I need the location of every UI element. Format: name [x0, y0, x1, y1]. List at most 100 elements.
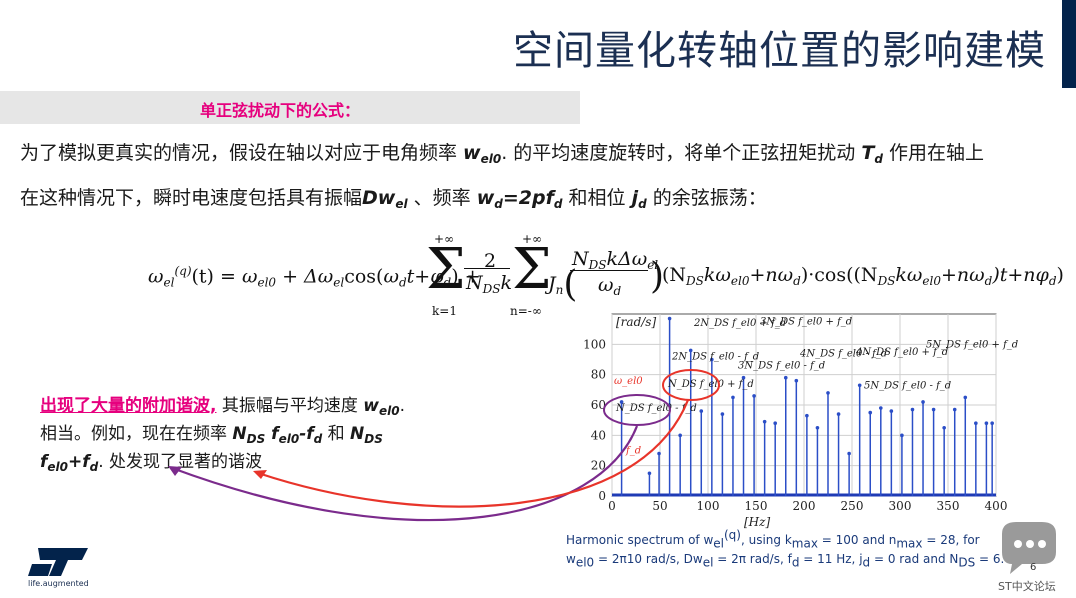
intro-line-2: 在这种情况下，瞬时电速度包括具有振幅Dwel 、频率 wd=2pfd 和相位 j… — [20, 183, 767, 211]
annotation-label: 3N_DS f_el0 - f_d — [738, 361, 825, 372]
bar-tip — [794, 378, 799, 383]
fraction-num: 2 — [484, 250, 497, 272]
text-segment: 在这种情况下，瞬时电速度包括具有振幅 — [20, 187, 363, 209]
x-tick-label: 200 — [793, 499, 816, 513]
bar-tip — [678, 433, 682, 438]
sum2-sigma: Σ — [512, 237, 552, 302]
bar-tip — [910, 407, 915, 412]
x-tick-label: 150 — [745, 499, 768, 513]
bar-tip — [984, 421, 989, 425]
annotation-label: 4N_DS f_el0 - f_d — [799, 348, 887, 359]
var-wd: w — [476, 187, 495, 209]
bar-tip — [942, 425, 946, 430]
bar-tip — [868, 410, 873, 415]
bar-tip — [710, 357, 714, 362]
x-tick-label: 300 — [889, 499, 912, 513]
var-sub: el0 — [480, 152, 502, 166]
st-logo-icon — [28, 548, 88, 576]
text-segment: 为了模拟更真实的情况，假设在轴以对应于电角频率 — [20, 142, 464, 164]
sum1-top: +∞ — [434, 232, 455, 246]
annotation-label: ω_el0 — [614, 376, 643, 387]
var-sub: d — [494, 197, 503, 211]
text-segment: 的余弦振荡： — [646, 187, 767, 209]
highlight-text: 出现了大量的附加谐波, — [40, 396, 217, 416]
var-eq: =2pf — [502, 187, 554, 209]
annotation-label: N_DS f_el0 - f_d — [615, 403, 697, 414]
harmonic-spectrum-chart: 0 50 100 150 200 250 300 350 400 0 20 40 60 80 100 [rad… — [583, 313, 1018, 529]
title-accent-bar — [1062, 0, 1076, 88]
bar-tip — [752, 394, 756, 398]
bessel-bar — [570, 270, 648, 271]
annotation-label: 5N_DS f_el0 - f_d — [864, 380, 951, 391]
x-tick-label: 400 — [985, 499, 1008, 513]
bar-tip — [900, 433, 904, 438]
x-tick-label: 50 — [652, 499, 667, 513]
bar-tip — [731, 395, 735, 400]
banner-label: 单正弦扰动下的公式： — [200, 101, 361, 120]
y-tick-label: 40 — [591, 428, 606, 442]
bar-tip — [990, 421, 994, 425]
annotation-label: 3N_DS f_el0 + f_d — [760, 317, 852, 328]
bar-tip — [931, 407, 936, 412]
var-sub: d — [874, 152, 883, 166]
x-axis-label: [Hz] — [744, 515, 770, 529]
y-tick-label: 20 — [591, 459, 606, 473]
bar-tip — [773, 421, 777, 425]
annotation-label: f_d — [625, 446, 641, 457]
var-sub: d — [553, 197, 563, 211]
bar-tip — [952, 407, 957, 412]
intro-line-1: 为了模拟更真实的情况，假设在轴以对应于电角频率 wel0. 的平均速度旋转时，将… — [20, 138, 984, 166]
bessel-close: ) — [650, 256, 665, 297]
text-segment: 作用在轴上 — [882, 142, 984, 164]
x-tick-label: 250 — [841, 499, 864, 513]
bar-tip — [889, 409, 894, 413]
var-dw: Dw — [362, 187, 396, 209]
sum2-top: +∞ — [522, 232, 543, 246]
forum-chat-icon — [1002, 522, 1056, 574]
x-tick-label: 350 — [937, 499, 960, 513]
bessel-j: Jn( — [548, 264, 578, 305]
bar-tip — [826, 391, 830, 395]
y-tick-label: 100 — [583, 337, 606, 351]
logo-tagline: life.augmented — [28, 579, 89, 588]
harmonic-formula: ωel(q)(t) = ωel0 + Δωelcos(ωdt+φd) + +∞ … — [148, 232, 1064, 326]
bar-tip — [815, 425, 820, 430]
y-tick-label: 0 — [598, 489, 606, 503]
y-axis-label: [rad/s] — [616, 315, 656, 329]
annotation-label: 4N_DS f_el0 + f_d — [855, 347, 948, 358]
bar-tip — [847, 451, 851, 456]
x-tick-label: 0 — [608, 499, 616, 513]
annotation-label: 5N_DS f_el0 + f_d — [926, 339, 1018, 350]
sum2-bottom: n=-∞ — [510, 304, 542, 318]
y-tick-label: 60 — [591, 398, 606, 412]
bar-tip — [720, 412, 725, 416]
bar-tip — [647, 471, 652, 476]
text-segment: 、频率 — [407, 187, 477, 209]
y-tick-label: 80 — [591, 368, 606, 382]
var-t: T — [861, 142, 875, 164]
bar-tip — [699, 409, 704, 413]
sum1-sigma: Σ — [426, 237, 466, 302]
bar-tip — [805, 413, 809, 418]
sum1-bottom: k=1 — [432, 304, 457, 318]
page-title: 空间量化转轴位置的影响建模 — [513, 28, 1046, 74]
fraction-den: NDSk — [466, 272, 512, 296]
var-j: j — [631, 187, 639, 209]
annotation-label: N_DS f_el0 + f_d — [667, 379, 754, 390]
x-tick-label: 100 — [697, 499, 720, 513]
bar-tip — [921, 400, 925, 404]
annotation-label: 2N_DS f_el0 + f_d — [693, 318, 786, 329]
fraction-bar — [464, 268, 510, 269]
harmonics-explanation: 出现了大量的附加谐波, 其振幅与平均速度 wel0. 相当。例如，现在在频率 N… — [40, 396, 406, 474]
bar-tip — [667, 316, 672, 321]
bessel-num: NDSkΔωel — [572, 248, 659, 272]
bar-tip — [963, 395, 968, 400]
text-segment: . 的平均速度旋转时，将单个正弦扭矩扰动 — [501, 142, 862, 164]
bar-tip — [741, 375, 746, 380]
formula-banner: 单正弦扰动下的公式： — [0, 91, 580, 124]
formula-lhs: ωel(q)(t) = ωel0 + Δωelcos(ωdt+φd) + — [148, 264, 481, 290]
chart-caption: Harmonic spectrum of wel(q), using kmax … — [566, 528, 1005, 570]
text-segment: 和相位 — [562, 187, 632, 209]
bar-tip — [783, 375, 788, 380]
bar-tip — [688, 348, 693, 353]
